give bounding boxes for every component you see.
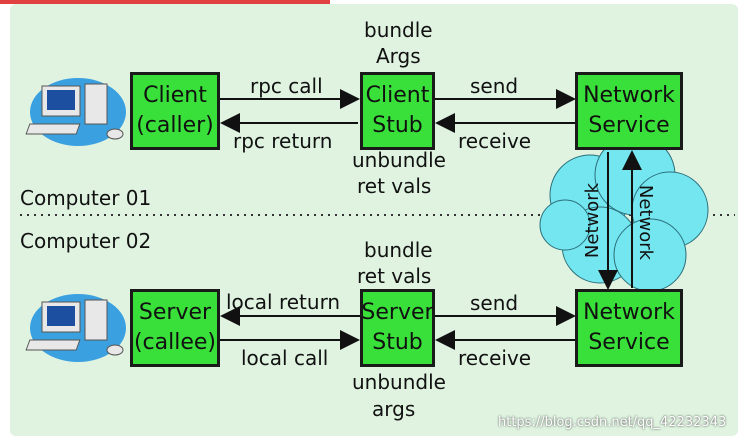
network-cloud xyxy=(539,134,709,292)
label-local-call: local call xyxy=(241,346,329,370)
label-receive-top: receive xyxy=(458,129,532,153)
label-bundle: bundle xyxy=(364,18,433,42)
network-service-top-line1: Network xyxy=(583,83,675,108)
label-args: Args xyxy=(376,44,421,68)
server-stub-box: Server Stub xyxy=(360,289,435,367)
watermark-text: https://blog.csdn.net/qq_42232343 xyxy=(498,415,727,430)
client-stub-line1: Client xyxy=(365,83,430,108)
label-unbundle-bottom: unbundle xyxy=(352,370,446,394)
network-service-bottom-line1: Network xyxy=(583,300,675,325)
client-stub-line2: Stub xyxy=(372,113,423,138)
label-rpc-return: rpc return xyxy=(233,129,333,153)
server-box: Server (callee) xyxy=(130,289,220,367)
network-service-bottom-box: Network Service xyxy=(575,289,683,367)
label-ret-vals-bottom: ret vals xyxy=(357,264,432,288)
top-accent-bar xyxy=(0,0,330,4)
label-send-bottom: send xyxy=(470,291,519,315)
client-stub-box: Client Stub xyxy=(360,72,435,150)
client-box: Client (caller) xyxy=(130,72,220,150)
network-service-top-box: Network Service xyxy=(575,72,683,150)
computer-icon-top xyxy=(25,78,126,146)
label-bundle-bottom: bundle xyxy=(364,238,433,262)
server-line1: Server xyxy=(138,300,212,325)
label-args-bottom: args xyxy=(372,397,416,421)
client-line2: (caller) xyxy=(136,113,214,138)
label-rpc-call: rpc call xyxy=(250,74,323,98)
cloud-label-right: Network xyxy=(635,184,657,261)
server-stub-line1: Server xyxy=(361,300,434,325)
label-receive-bottom: receive xyxy=(458,346,532,370)
cloud-label-left: Network xyxy=(582,182,604,259)
computer-01-label: Computer 01 xyxy=(20,186,152,210)
label-ret-vals-top: ret vals xyxy=(357,174,432,198)
network-service-top-line2: Service xyxy=(588,113,670,138)
label-send-top: send xyxy=(470,74,519,98)
computer-02-label: Computer 02 xyxy=(20,229,152,253)
computer-icon-bottom xyxy=(25,294,126,362)
client-line1: Client xyxy=(143,83,207,108)
server-line2: (callee) xyxy=(133,330,217,355)
label-unbundle-top: unbundle xyxy=(352,148,446,172)
network-service-bottom-line2: Service xyxy=(588,330,670,355)
server-stub-line2: Stub xyxy=(372,330,423,355)
label-local-return: local return xyxy=(226,290,341,314)
